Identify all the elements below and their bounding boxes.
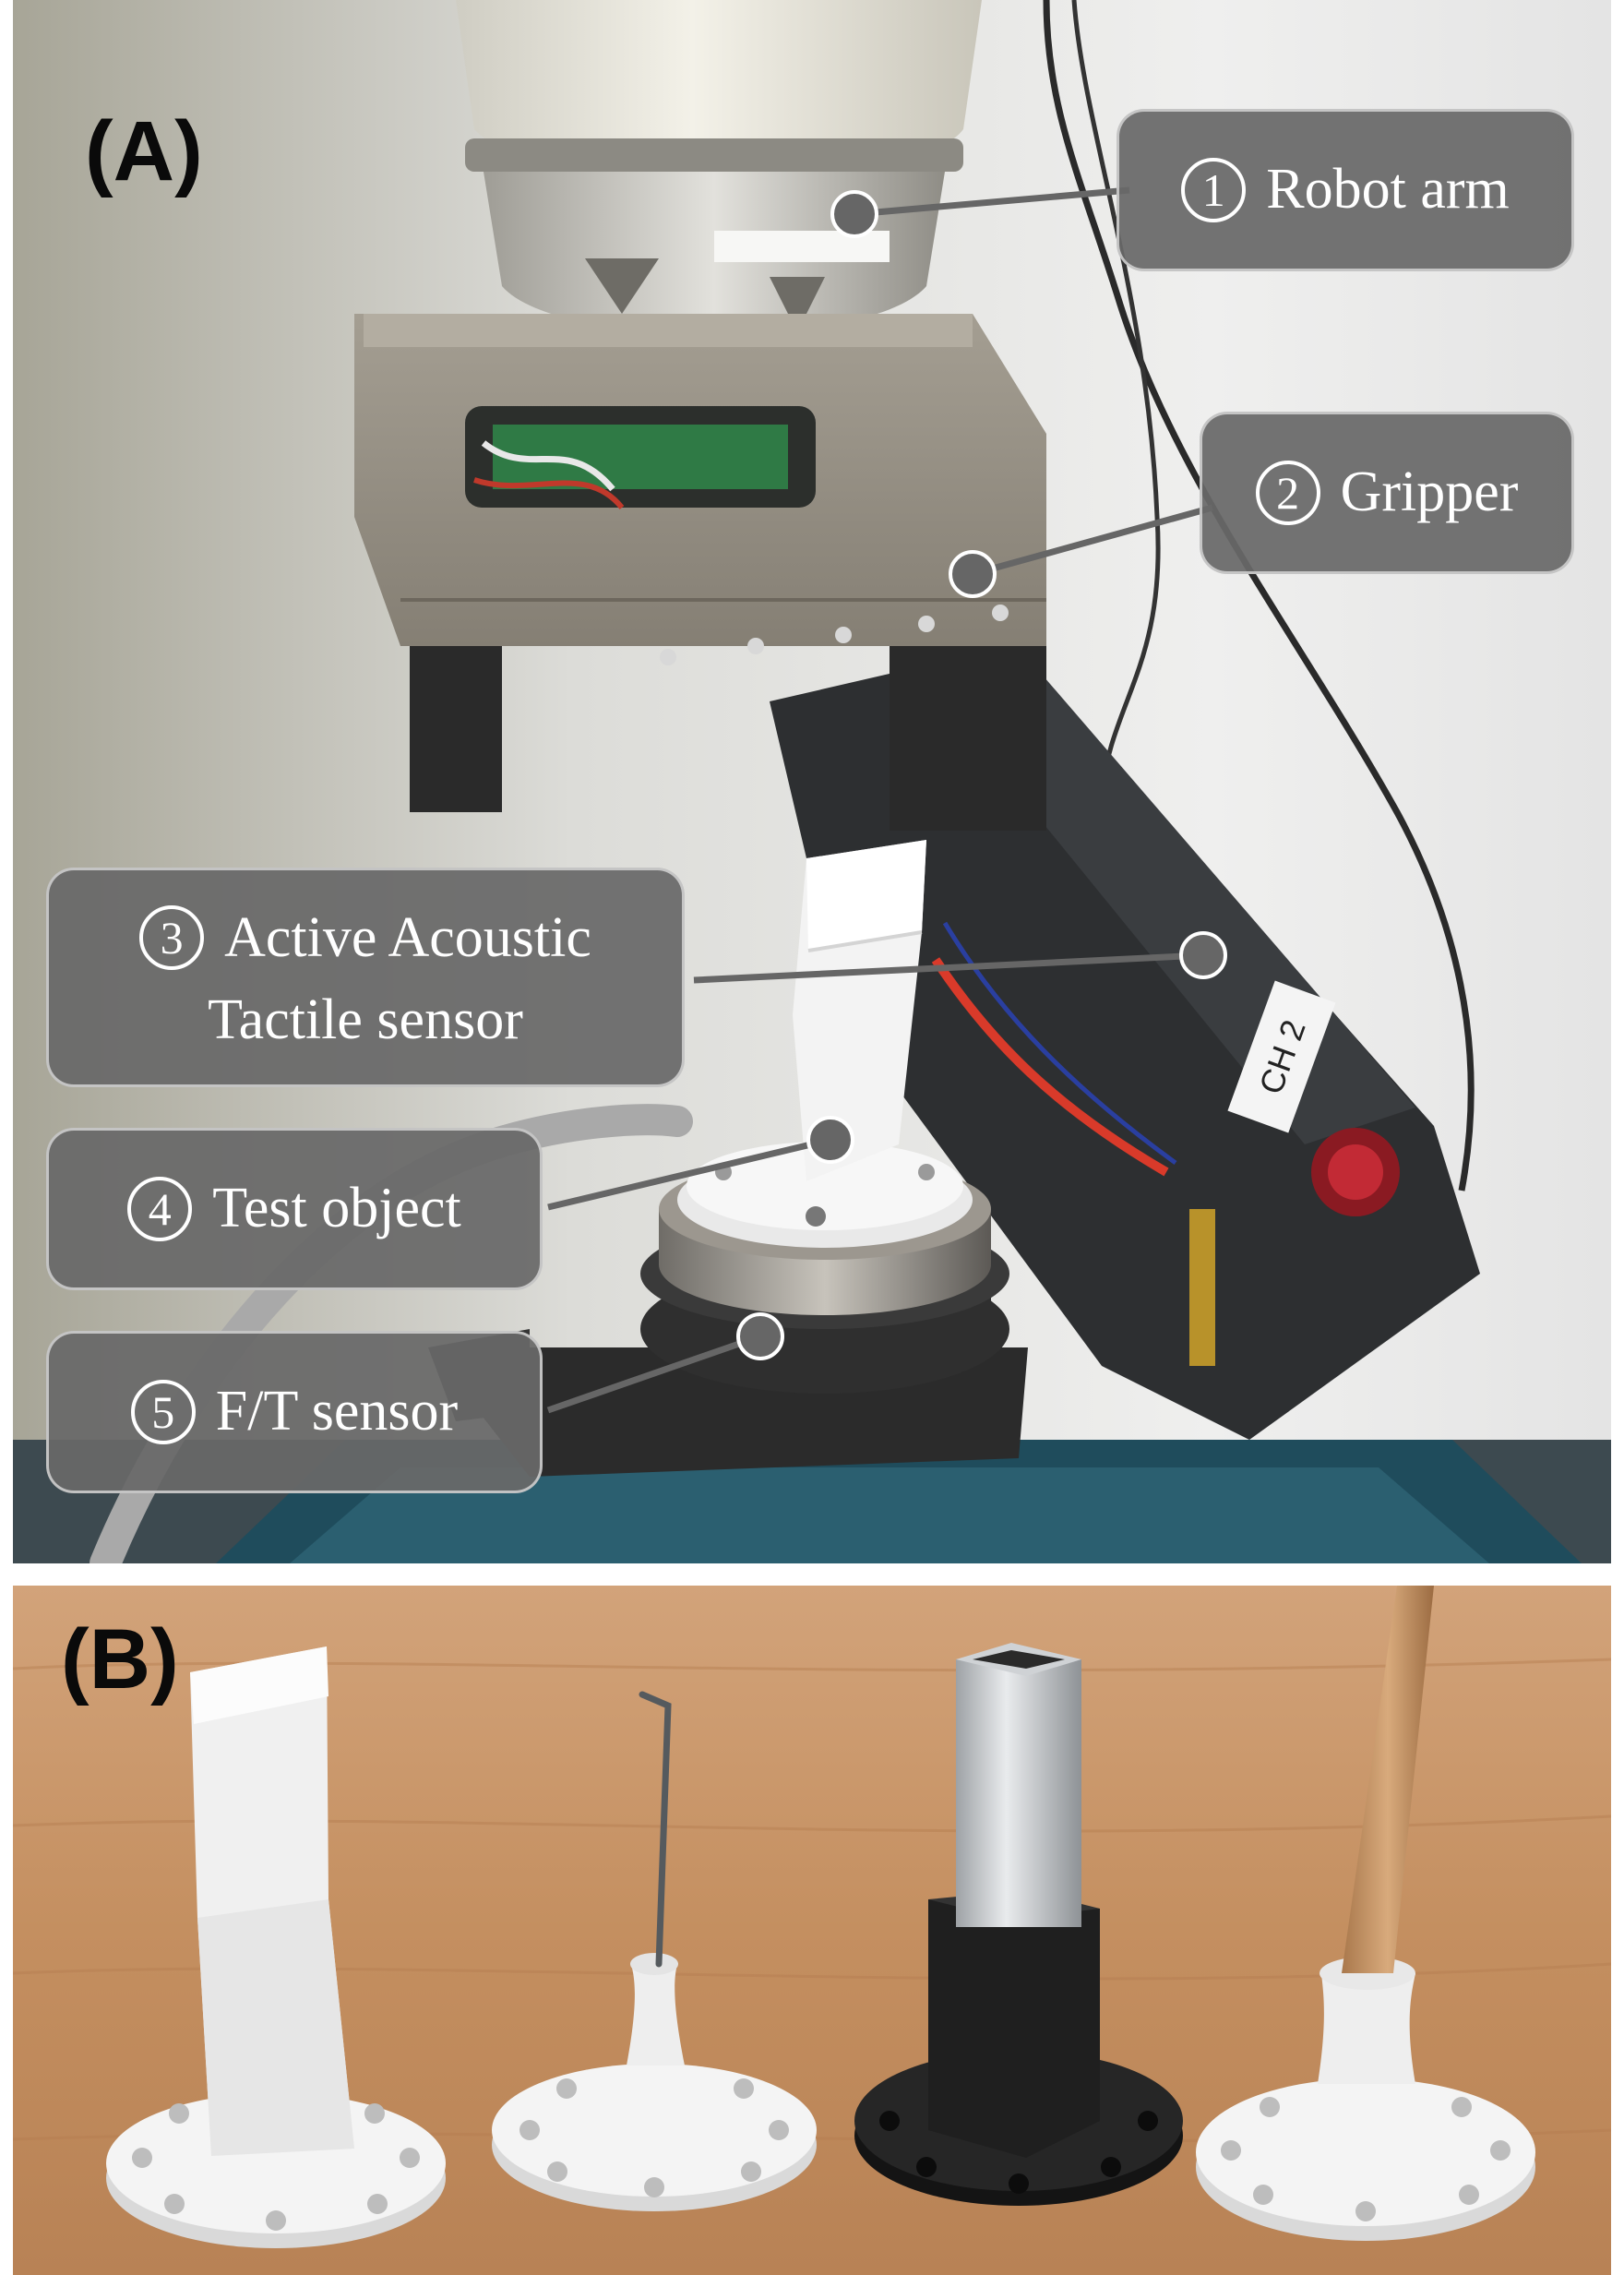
callout-label: Robot arm bbox=[1266, 158, 1510, 222]
panel-b-label: (B) bbox=[61, 1612, 179, 1706]
callout-robot-arm: 1 Robot arm bbox=[1116, 109, 1574, 271]
callout-active-acoustic-tactile-sensor: 3 Active Acoustic Tactile sensor bbox=[46, 868, 685, 1087]
callout-label: Test object bbox=[212, 1177, 461, 1240]
callout-gripper: 2 Gripper bbox=[1200, 412, 1574, 574]
callout-number-badge: 3 bbox=[139, 905, 205, 971]
callout-label: F/T sensor bbox=[215, 1380, 459, 1443]
callout-number-badge: 1 bbox=[1181, 158, 1247, 222]
callout-number-badge: 5 bbox=[130, 1380, 196, 1444]
callout-label-line-2: Tactile sensor bbox=[208, 988, 523, 1052]
callout-label-line-1: Active Acoustic bbox=[224, 905, 591, 969]
callout-number-badge: 2 bbox=[1255, 461, 1320, 525]
callout-label: Gripper bbox=[1340, 461, 1519, 524]
callout-test-object: 4 Test object bbox=[46, 1128, 543, 1290]
test-objects-illustration bbox=[13, 1586, 1611, 2275]
panel-a-setup-photo: CH 2 bbox=[13, 0, 1611, 1563]
callout-number-badge: 4 bbox=[127, 1177, 193, 1241]
callout-ft-sensor: 5 F/T sensor bbox=[46, 1331, 543, 1493]
panel-a-label: (A) bbox=[85, 104, 203, 198]
panel-b-test-objects-photo: (B) bbox=[13, 1586, 1611, 2275]
